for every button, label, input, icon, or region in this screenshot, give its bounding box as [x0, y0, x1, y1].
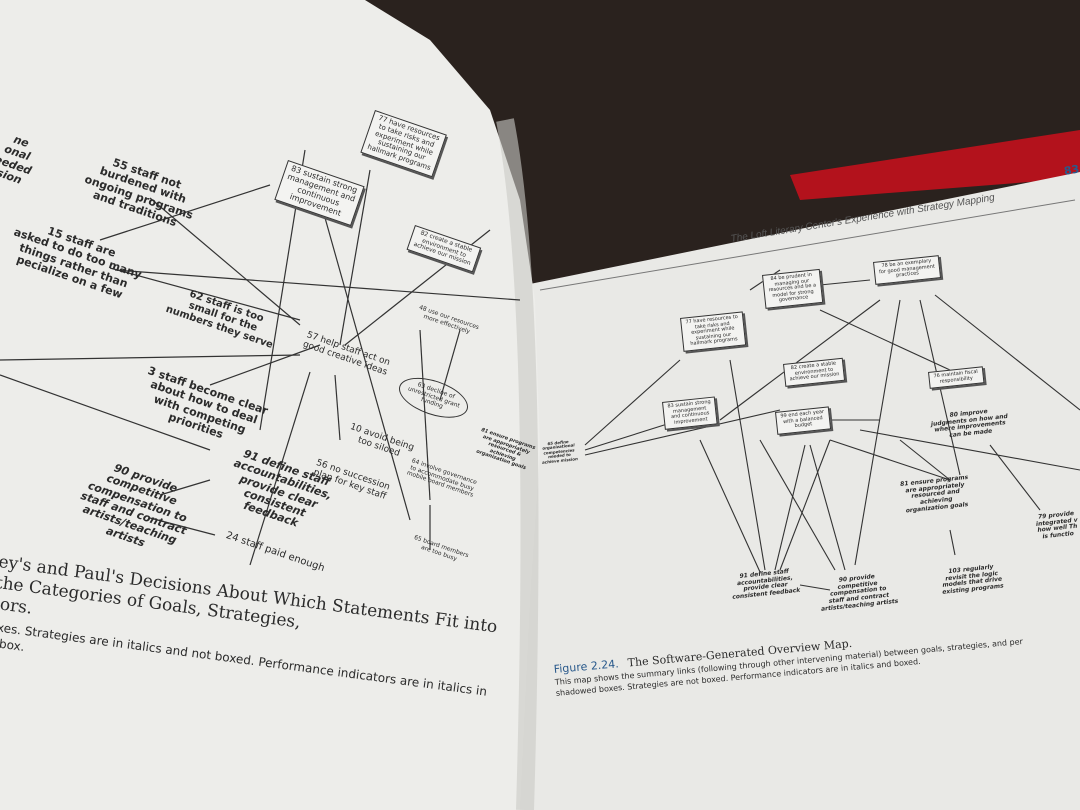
page-gutter-shadow — [496, 118, 539, 810]
running-head-rule — [539, 199, 1076, 291]
right-page — [515, 172, 1080, 810]
node-65-define: 65 define organizational competencies ne… — [541, 439, 579, 465]
left-page — [0, 0, 540, 810]
node-84: 84 be prudent in managing our resources … — [762, 268, 823, 309]
node-83: 83 sustain strong management and continu… — [662, 396, 719, 431]
diagram-links-left — [0, 149, 521, 566]
node-81: 81 ensure programs are appropriately res… — [899, 473, 969, 515]
page-number: 83 — [1063, 162, 1080, 178]
red-fabric — [790, 130, 1080, 200]
node-77: 77 have resources to take risks and expe… — [680, 311, 746, 352]
node-79: 79 provide integrated v how well Th is f… — [1035, 509, 1078, 541]
